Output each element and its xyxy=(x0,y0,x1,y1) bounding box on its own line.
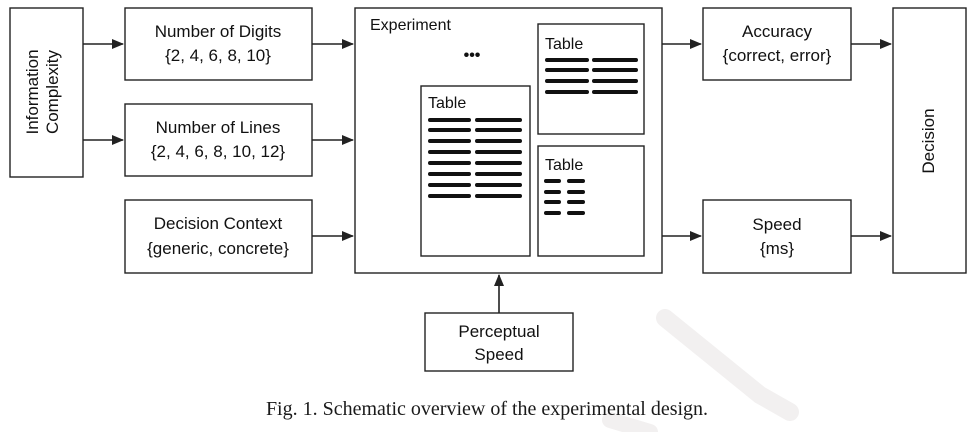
number-of-digits-node: Number of Digits {2, 4, 6, 8, 10} xyxy=(124,7,313,81)
decision-label: Decision xyxy=(919,108,938,173)
digits-title: Number of Digits xyxy=(155,22,282,41)
perceptual-label-2: Speed xyxy=(474,345,523,364)
digits-values: {2, 4, 6, 8, 10} xyxy=(165,46,271,65)
context-values: {generic, concrete} xyxy=(147,239,289,258)
speed-node: Speed {ms} xyxy=(702,199,852,274)
speed-title: Speed xyxy=(752,215,801,234)
figure-caption: Fig. 1. Schematic overview of the experi… xyxy=(265,398,709,420)
number-of-lines-node: Number of Lines {2, 4, 6, 8, 10, 12} xyxy=(124,103,313,177)
accuracy-title: Accuracy xyxy=(742,22,812,41)
information-complexity-node: Information Complexity xyxy=(9,7,84,178)
watermark xyxy=(602,309,799,437)
speed-values: {ms} xyxy=(760,239,794,258)
lines-title: Number of Lines xyxy=(156,118,281,137)
decision-context-node: Decision Context {generic, concrete} xyxy=(124,199,313,274)
accuracy-node: Accuracy {correct, error} xyxy=(702,7,852,81)
table-bottom-right: Table xyxy=(537,145,645,257)
table-top-right-rows xyxy=(545,58,638,94)
lines-values: {2, 4, 6, 8, 10, 12} xyxy=(151,142,286,161)
information-complexity-label-1: Information xyxy=(23,49,42,134)
context-title: Decision Context xyxy=(154,214,283,233)
experiment-title: Experiment xyxy=(370,17,451,34)
table-bottom-right-label: Table xyxy=(545,157,583,174)
perceptual-label-1: Perceptual xyxy=(458,322,539,341)
information-complexity-label-2: Complexity xyxy=(43,49,62,134)
experiment-node: Experiment ••• Table Table xyxy=(354,7,663,274)
table-bottom-right-rows xyxy=(544,179,585,215)
connector-arrows xyxy=(83,39,892,313)
table-large-rows xyxy=(428,118,522,198)
decision-node: Decision xyxy=(892,7,967,274)
table-large: Table xyxy=(420,85,531,257)
experiment-ellipsis: ••• xyxy=(464,47,481,64)
table-large-label: Table xyxy=(428,95,466,112)
accuracy-values: {correct, error} xyxy=(723,46,832,65)
table-top-right-label: Table xyxy=(545,36,583,53)
table-top-right: Table xyxy=(537,23,645,135)
perceptual-speed-node: Perceptual Speed xyxy=(424,312,574,372)
